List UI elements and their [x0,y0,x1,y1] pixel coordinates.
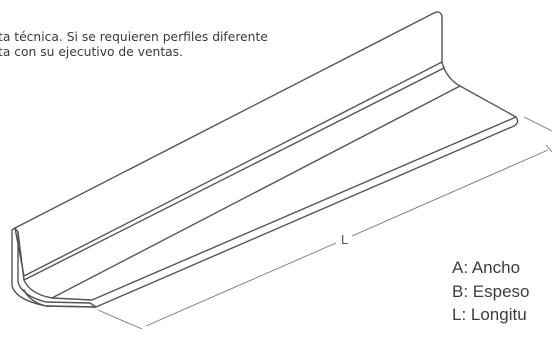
dimension-line-a [523,116,552,132]
dimension-tick-l-end [545,144,552,153]
legend-item-l: L: Longitu [452,305,527,324]
fillet-line-1 [17,231,25,281]
base-flange-inner-line [51,85,517,299]
fillet-line-2 [441,61,461,87]
dimension-line-b [97,309,143,330]
note-line-1: ta técnica. Si se requieren perfiles dif… [0,30,268,44]
flange-fold-line [23,67,445,281]
dimension-label-l: L [341,232,348,247]
end-face-outline [11,227,97,308]
dimension-line-l-left [145,242,337,327]
dimension-line-l-right [351,149,549,237]
legend-item-b: B: Espeso [452,281,530,301]
legend-item-a: A: Ancho [452,258,521,277]
base-flange-outline [23,116,519,308]
note-text: ta técnica. Si se requieren perfiles dif… [0,30,268,60]
back-flange-outline [14,11,443,277]
note-line-2: ta con su ejecutivo de ventas. [0,45,183,59]
dimension-legend: A: Ancho B: Espeso L: Longitu [452,256,530,327]
